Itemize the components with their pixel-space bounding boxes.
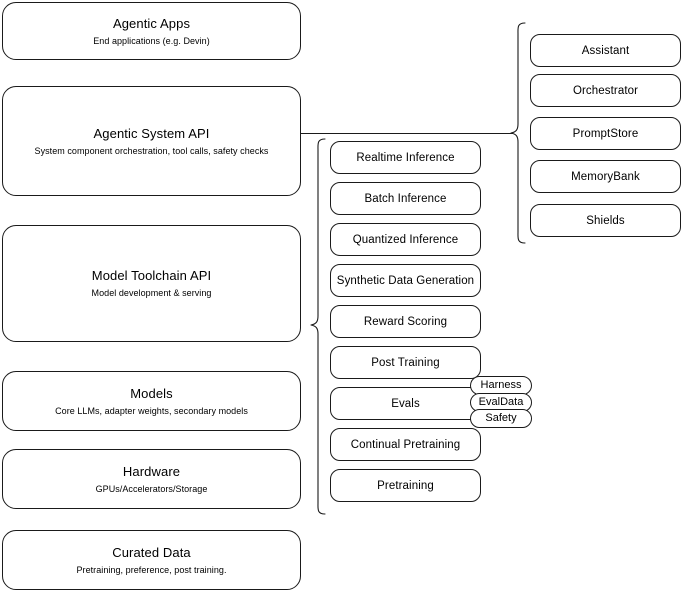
capability-label: Reward Scoring	[363, 315, 448, 328]
component-label: PromptStore	[572, 127, 639, 140]
capability-label: Realtime Inference	[356, 151, 455, 164]
capability-box-reward-scoring[interactable]: Reward Scoring	[330, 305, 481, 338]
capability-label: Continual Pretraining	[350, 438, 461, 451]
eval-tag-label: EvalData	[478, 396, 524, 408]
component-box-memorybank[interactable]: MemoryBank	[530, 160, 681, 193]
component-box-orchestrator[interactable]: Orchestrator	[530, 74, 681, 107]
brace-system-components	[510, 22, 526, 244]
layer-subtitle: System component orchestration, tool cal…	[34, 145, 269, 156]
component-label: Assistant	[581, 44, 630, 57]
component-label: Shields	[586, 214, 625, 227]
layer-title: Curated Data	[112, 544, 191, 560]
layer-box-models[interactable]: Models Core LLMs, adapter weights, secon…	[2, 371, 301, 431]
layer-box-model-toolchain-api[interactable]: Model Toolchain API Model development & …	[2, 225, 301, 342]
layer-box-agentic-apps[interactable]: Agentic Apps End applications (e.g. Devi…	[2, 2, 301, 60]
layer-title: Models	[130, 385, 173, 401]
capability-box-pretraining[interactable]: Pretraining	[330, 469, 481, 502]
capability-label: Quantized Inference	[352, 233, 459, 246]
capability-box-quantized-inference[interactable]: Quantized Inference	[330, 223, 481, 256]
component-box-promptstore[interactable]: PromptStore	[530, 117, 681, 150]
layer-subtitle: Core LLMs, adapter weights, secondary mo…	[55, 405, 248, 416]
layer-subtitle: End applications (e.g. Devin)	[93, 35, 210, 46]
capability-label: Pretraining	[377, 479, 434, 492]
brace-toolchain-capabilities	[310, 138, 326, 515]
capability-box-continual-pretraining[interactable]: Continual Pretraining	[330, 428, 481, 461]
layer-title: Model Toolchain API	[91, 268, 212, 283]
capability-box-realtime-inference[interactable]: Realtime Inference	[330, 141, 481, 174]
eval-tag-safety[interactable]: Safety	[470, 409, 532, 428]
component-box-shields[interactable]: Shields	[530, 204, 681, 237]
layer-box-curated-data[interactable]: Curated Data Pretraining, preference, po…	[2, 530, 301, 590]
eval-tag-label: Safety	[485, 412, 517, 424]
capability-label: Post Training	[371, 356, 440, 369]
layer-subtitle: Pretraining, preference, post training.	[76, 564, 227, 575]
component-box-assistant[interactable]: Assistant	[530, 34, 681, 67]
connector-system-api-to-components	[301, 133, 513, 134]
eval-tag-evaldata[interactable]: EvalData	[470, 393, 532, 412]
layer-title: Agentic System API	[93, 125, 210, 141]
capability-box-evals[interactable]: Evals	[330, 387, 481, 420]
component-label: Orchestrator	[572, 84, 639, 97]
capability-box-batch-inference[interactable]: Batch Inference	[330, 182, 481, 215]
layer-box-hardware[interactable]: Hardware GPUs/Accelerators/Storage	[2, 449, 301, 509]
layer-title: Agentic Apps	[112, 15, 191, 31]
layer-subtitle: Model development & serving	[91, 288, 212, 298]
capability-label: Synthetic Data Generation	[336, 274, 475, 287]
component-label: MemoryBank	[571, 170, 640, 183]
capability-label: Batch Inference	[364, 192, 447, 205]
layer-subtitle: GPUs/Accelerators/Storage	[95, 483, 208, 494]
layer-box-agentic-system-api[interactable]: Agentic System API System component orch…	[2, 86, 301, 196]
capability-box-synthetic-data-generation[interactable]: Synthetic Data Generation	[330, 264, 481, 297]
layer-title: Hardware	[122, 463, 181, 479]
capability-box-post-training[interactable]: Post Training	[330, 346, 481, 379]
eval-tag-label: Harness	[480, 379, 522, 391]
capability-label: Evals	[391, 397, 420, 410]
